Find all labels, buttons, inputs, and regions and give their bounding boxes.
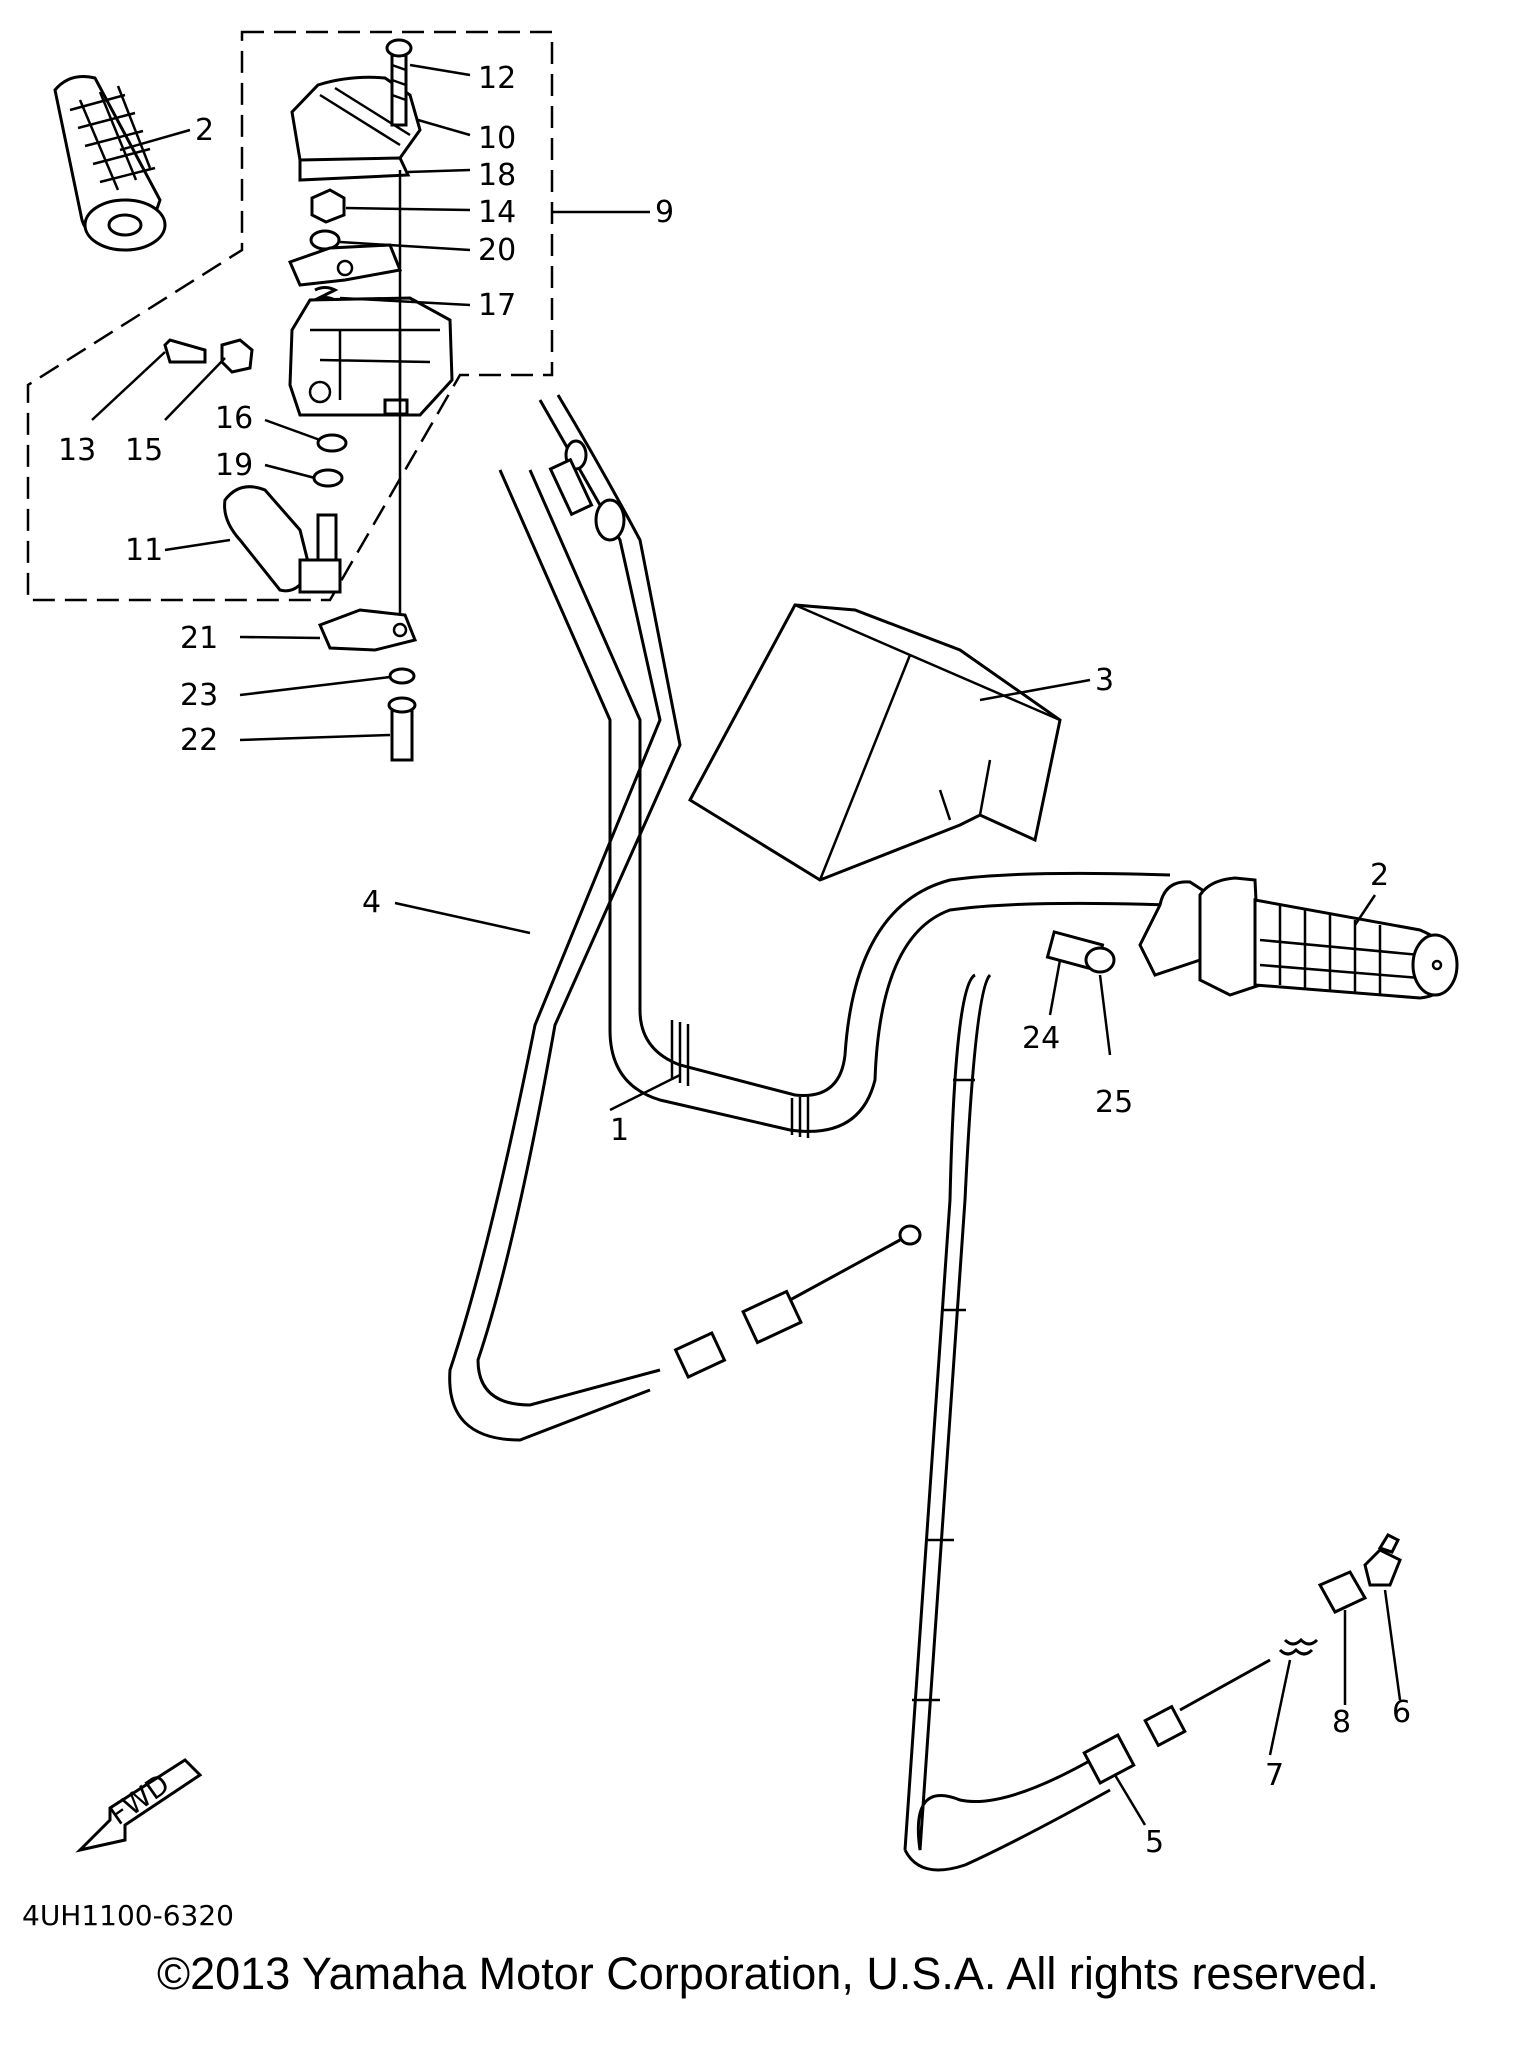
washer-19[interactable] bbox=[312, 468, 344, 488]
throttle-housing[interactable] bbox=[288, 296, 454, 417]
handlebar-band-right bbox=[790, 1095, 810, 1138]
callout-13: 13 bbox=[58, 433, 96, 468]
callout-16: 16 bbox=[215, 401, 253, 436]
bolt-22[interactable] bbox=[387, 696, 417, 762]
callout-17: 17 bbox=[478, 288, 516, 323]
fwd-arrow-icon: FWD bbox=[75, 1758, 203, 1853]
callout-2-right: 2 bbox=[1370, 858, 1389, 893]
throttle-lever[interactable] bbox=[223, 485, 342, 594]
cable-5[interactable] bbox=[903, 973, 1271, 1872]
callout-22: 22 bbox=[180, 723, 218, 758]
callout-18: 18 bbox=[478, 158, 516, 193]
callout-9: 9 bbox=[655, 195, 674, 230]
callout-24: 24 bbox=[1022, 1021, 1060, 1056]
housing-screw[interactable] bbox=[385, 38, 413, 127]
spring-7[interactable] bbox=[1278, 1637, 1319, 1656]
callout-3: 3 bbox=[1095, 663, 1114, 698]
leader-lines bbox=[91, 63, 1402, 1826]
callout-7: 7 bbox=[1265, 1758, 1284, 1793]
callout-15: 15 bbox=[125, 433, 163, 468]
housing-cover[interactable] bbox=[290, 75, 422, 182]
handlebar-band-left bbox=[670, 1020, 690, 1086]
callout-1: 1 bbox=[610, 1113, 629, 1148]
assembly-9-boundary bbox=[26, 30, 554, 602]
copyright-notice: ©2013 Yamaha Motor Corporation, U.S.A. A… bbox=[156, 1948, 1380, 1999]
handlebar-outer bbox=[528, 469, 1171, 1097]
throttle-adjuster-25[interactable] bbox=[1084, 946, 1116, 974]
handlebar-cover[interactable] bbox=[688, 603, 1062, 882]
callout-6: 6 bbox=[1392, 1695, 1411, 1730]
callout-2-left: 2 bbox=[195, 113, 214, 148]
callout-12: 12 bbox=[478, 61, 516, 96]
callout-11: 11 bbox=[125, 533, 163, 568]
left-grip[interactable] bbox=[53, 75, 167, 252]
washer-23[interactable] bbox=[388, 667, 416, 685]
callout-5: 5 bbox=[1145, 1825, 1164, 1860]
callout-8: 8 bbox=[1332, 1705, 1351, 1740]
nut-14[interactable] bbox=[310, 188, 346, 224]
nut-15[interactable] bbox=[220, 338, 254, 374]
cap-8[interactable] bbox=[1317, 1570, 1368, 1614]
cable-lower-end[interactable] bbox=[673, 1224, 922, 1380]
washer-16[interactable] bbox=[316, 433, 348, 453]
callout-25: 25 bbox=[1095, 1085, 1133, 1120]
handlebar[interactable] bbox=[498, 469, 1171, 1133]
cable-4[interactable] bbox=[448, 394, 682, 1442]
screw-13[interactable] bbox=[163, 338, 207, 364]
callout-4: 4 bbox=[362, 885, 381, 920]
clamp-21[interactable] bbox=[317, 608, 418, 652]
lever-plate[interactable] bbox=[287, 243, 403, 287]
callout-20: 20 bbox=[478, 233, 516, 268]
callout-23: 23 bbox=[180, 678, 218, 713]
callout-10: 10 bbox=[478, 121, 516, 156]
callout-19: 19 bbox=[215, 448, 253, 483]
diagram-code: 4UH1100-6320 bbox=[22, 1899, 234, 1932]
callout-21: 21 bbox=[180, 621, 218, 656]
callout-14: 14 bbox=[478, 195, 516, 230]
adjuster-6[interactable] bbox=[1363, 1533, 1402, 1587]
right-grip[interactable] bbox=[1138, 876, 1459, 1000]
